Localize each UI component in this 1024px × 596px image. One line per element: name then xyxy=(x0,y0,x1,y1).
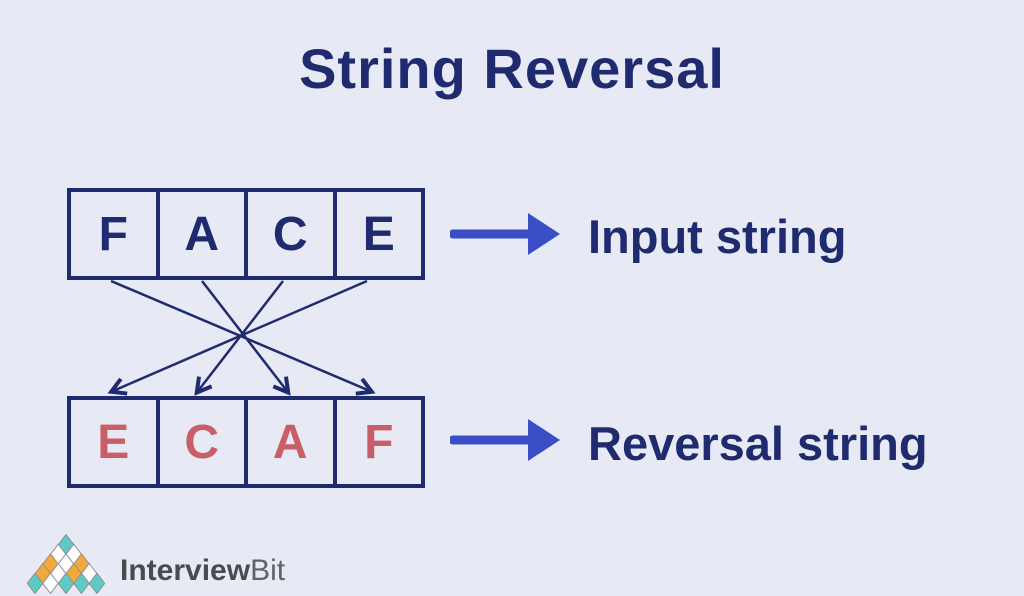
input-char: A xyxy=(184,207,220,261)
input-char-cell: A xyxy=(155,192,245,276)
input-string-boxes: F A C E xyxy=(67,188,425,280)
input-char-cell: F xyxy=(71,192,156,276)
input-char-cell: C xyxy=(244,192,333,276)
output-char: F xyxy=(364,415,394,469)
page-title: String Reversal xyxy=(299,37,725,100)
interviewbit-pyramid-icon xyxy=(26,534,106,594)
input-char: F xyxy=(98,207,128,261)
output-string-boxes: E C A F xyxy=(67,396,425,488)
output-char: E xyxy=(97,415,130,469)
output-char-cell: C xyxy=(155,400,245,484)
reversal-string-label: Reversal string xyxy=(588,417,928,470)
reversal-mapping-arrows-icon xyxy=(60,279,430,399)
output-char: A xyxy=(272,415,308,469)
logo-text-bit: Bit xyxy=(250,554,286,587)
output-char-cell: A xyxy=(244,400,333,484)
output-char-cell: F xyxy=(332,400,422,484)
input-char-cell: E xyxy=(332,192,422,276)
output-char: C xyxy=(184,415,220,469)
output-char-cell: E xyxy=(71,400,156,484)
reversal-arrow-icon xyxy=(450,419,560,461)
input-char: E xyxy=(362,207,395,261)
input-arrow-icon xyxy=(450,213,560,255)
interviewbit-wordmark: InterviewBit xyxy=(120,556,285,586)
input-string-label: Input string xyxy=(588,210,847,263)
input-char: C xyxy=(272,207,308,261)
logo-text-interview: Interview xyxy=(120,554,251,587)
interviewbit-logo: InterviewBit xyxy=(24,534,285,594)
